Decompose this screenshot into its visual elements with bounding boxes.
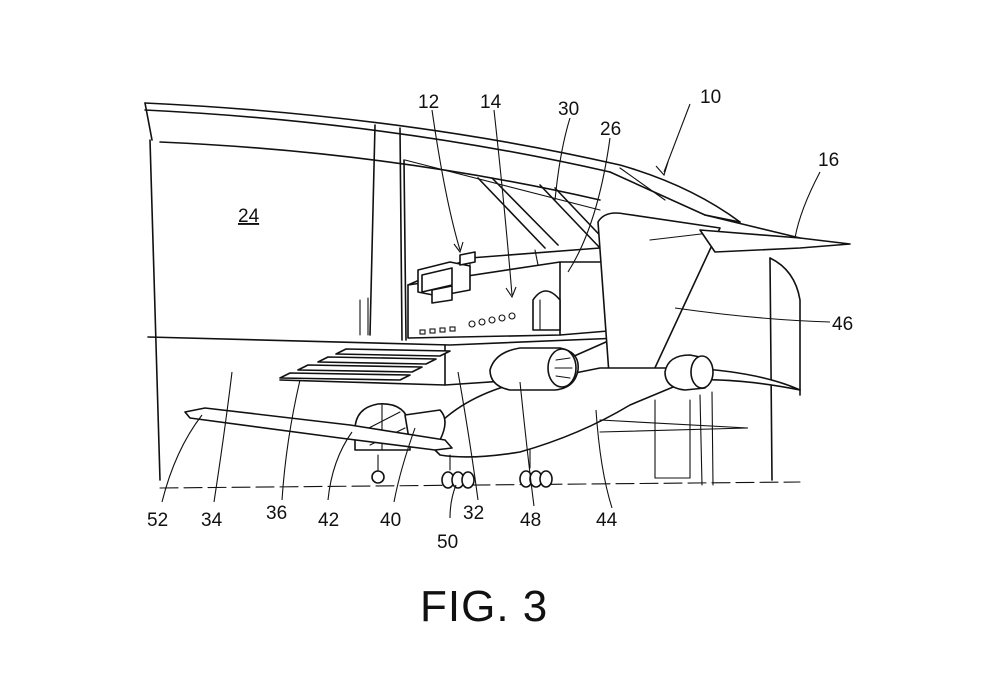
label-10: 10: [700, 87, 721, 108]
leader-10: [663, 103, 691, 173]
label-40: 40: [380, 510, 401, 531]
leader-26: [567, 137, 611, 273]
leader-42: [327, 431, 353, 501]
leader-44: [595, 409, 613, 509]
label-32: 32: [463, 503, 484, 524]
aircraft-fuselage: [184, 347, 801, 489]
figure-caption: FIG. 3: [420, 582, 548, 631]
leader-30: [554, 117, 571, 201]
label-30: 30: [558, 99, 579, 120]
tail-fin: [597, 212, 851, 401]
label-26: 26: [600, 119, 621, 140]
stair-shelves: [279, 348, 451, 381]
label-24: 24: [238, 206, 260, 227]
leader-12: [431, 109, 461, 251]
label-36: 36: [266, 503, 287, 524]
internal-modules: [407, 177, 621, 339]
leader-40: [393, 427, 416, 503]
label-14: 14: [480, 92, 502, 113]
leader-34: [213, 371, 233, 503]
leader-52: [161, 414, 203, 503]
reference-numerals: 10 12 14 30 26 16 24 46 52 34 36 42 40 3…: [147, 87, 853, 553]
leader-50: [449, 484, 457, 519]
label-42: 42: [318, 510, 339, 531]
leader-36: [281, 379, 301, 501]
label-46: 46: [832, 314, 853, 335]
label-52: 52: [147, 510, 168, 531]
label-12: 12: [418, 92, 439, 113]
leader-32: [457, 371, 479, 501]
label-48: 48: [520, 510, 541, 531]
leader-lines: [161, 103, 831, 519]
leader-16: [794, 171, 821, 239]
hangar-structure: [144, 102, 801, 489]
label-50: 50: [437, 532, 458, 553]
leader-46: [674, 307, 831, 323]
label-16: 16: [818, 150, 839, 171]
label-44: 44: [596, 510, 618, 531]
leader-48: [519, 381, 535, 507]
label-34: 34: [201, 510, 223, 531]
leader-14: [493, 109, 513, 296]
